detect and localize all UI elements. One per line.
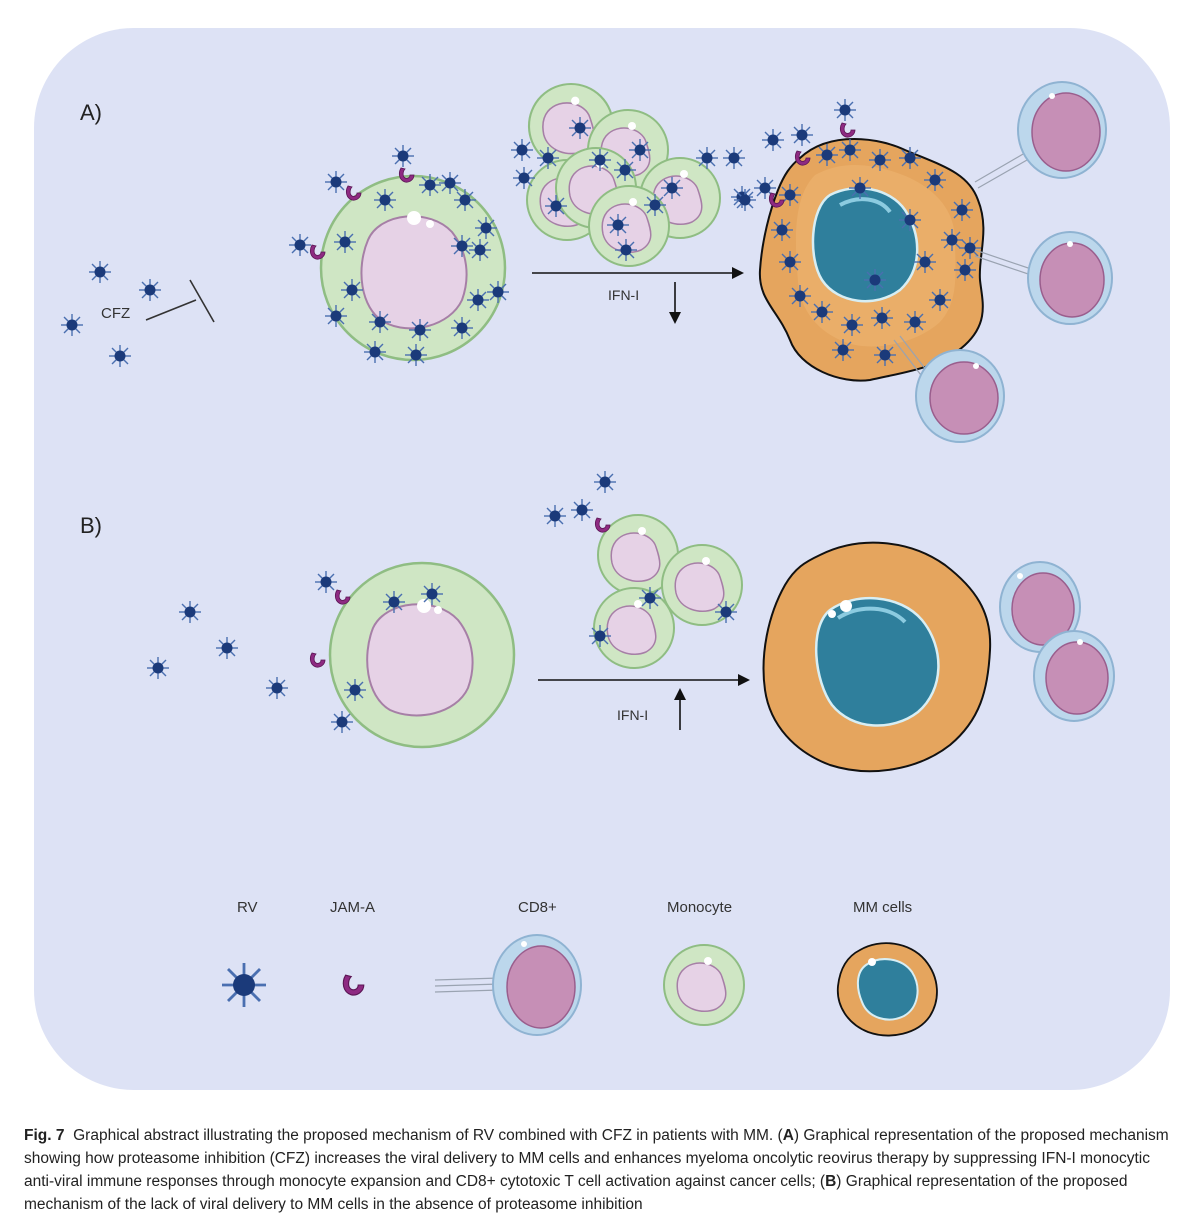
ifn-b-label: IFN-I [617,707,648,723]
caption-a-letter: A [782,1127,794,1144]
legend-mm-cells-label: MM cells [853,899,912,916]
cd8-cell-a-1 [1017,81,1107,179]
caption-intro: Graphical abstract illustrating the prop… [73,1127,783,1144]
legend-cd8-icon [434,934,582,1036]
caption-fig-label: Fig. 7 [24,1127,65,1144]
mm-cell-a [758,138,985,382]
legend-rv-icon [220,961,268,1009]
cd8-cell-b-2 [1033,630,1115,722]
caption-b-letter: B [825,1173,837,1190]
cfz-inhibition-symbol [145,279,215,323]
legend-monocyte-label: Monocyte [667,899,732,916]
legend-jam-a-label: JAM-A [330,899,375,916]
monocyte-b [328,561,516,749]
legend-rv-label: RV [237,899,258,916]
panel-b-label: B) [80,513,102,538]
cd8-cell-b-1 [999,561,1081,653]
cfz-label: CFZ [101,305,130,322]
legend: RV JAM-A CD8+ Monocyte MM cells [220,899,938,1037]
ifn-a-label: IFN-I [608,287,639,303]
mm-cell-b [762,541,992,773]
caption-a-text: ) Graphical representation of the propos… [24,1127,1169,1190]
legend-monocyte-icon [663,944,745,1026]
figure-diagram: A) CFZ [34,28,1170,1090]
legend-cd8-label: CD8+ [518,899,557,916]
panel-a-label: A) [80,100,102,125]
caption-b-text: ) Graphical representation of the propos… [24,1173,1128,1213]
cd8-cell-a-3 [915,349,1005,443]
figure-caption: Fig. 7 Graphical abstract illustrating t… [24,1124,1180,1216]
monocyte-a [319,174,507,362]
legend-mm-cells-icon [836,942,938,1037]
cd8-cell-a-2 [1027,231,1113,325]
